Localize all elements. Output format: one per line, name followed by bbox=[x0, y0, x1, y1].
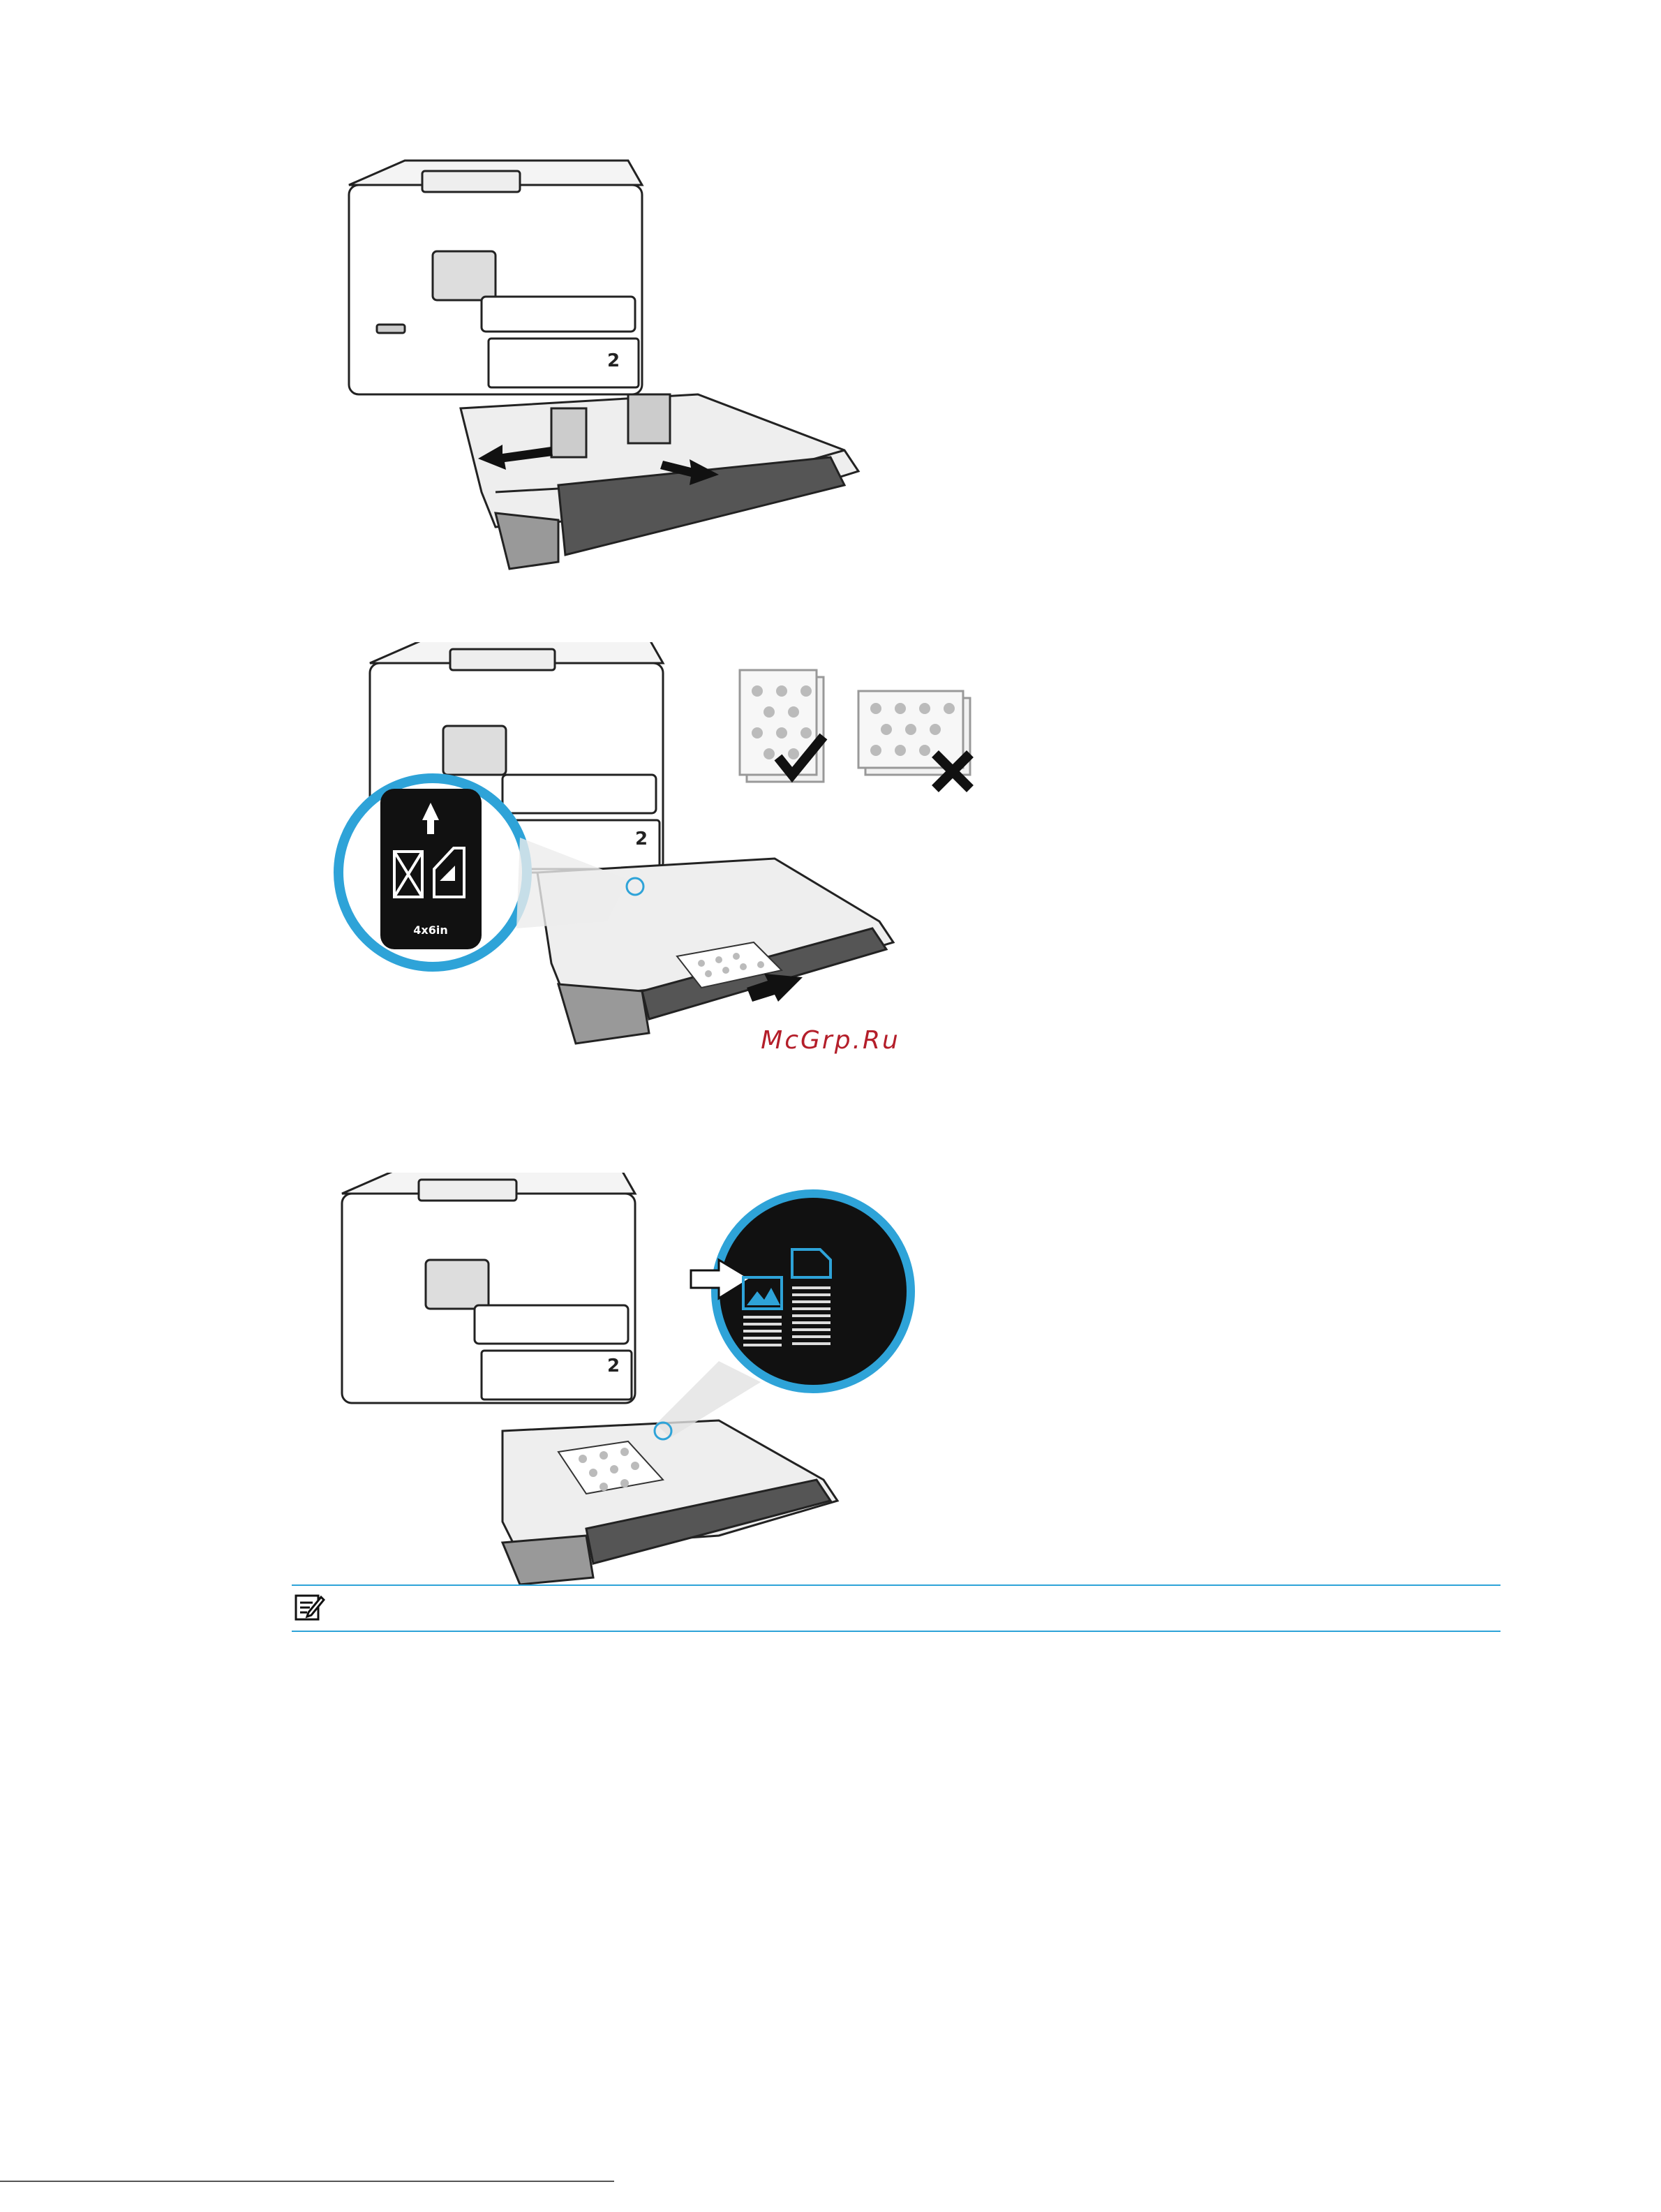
tray-number: 2 bbox=[607, 350, 620, 371]
note-icon bbox=[293, 1591, 325, 1624]
footer-rule bbox=[0, 2181, 614, 2182]
paper-portrait-correct bbox=[740, 670, 824, 782]
tray-number: 2 bbox=[607, 1356, 620, 1376]
note-bar bbox=[292, 1584, 1500, 1632]
tray-number: 2 bbox=[635, 829, 648, 849]
printer-tray-illustration-step-3: 2 bbox=[328, 1173, 928, 1584]
watermark-text: McGrp.Ru bbox=[740, 1026, 921, 1055]
paper-landscape-incorrect bbox=[858, 691, 970, 789]
printer-tray-illustration-step-2: 2 4x6in bbox=[328, 642, 1012, 1061]
printer-tray-illustration-step-1: 2 bbox=[328, 157, 886, 583]
paper-size-label: 4x6in bbox=[413, 923, 447, 937]
